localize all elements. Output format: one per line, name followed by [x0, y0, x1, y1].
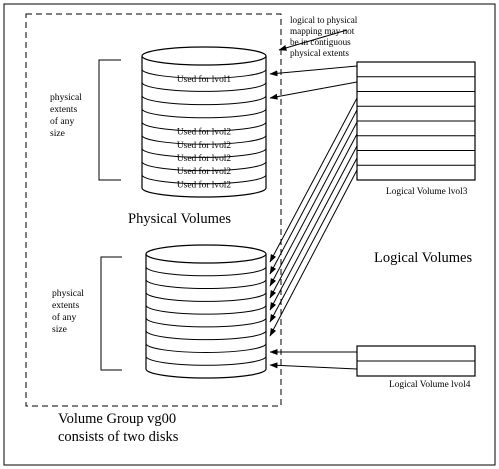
mapping-arrow — [269, 97, 358, 263]
disk-1-slice-line — [141, 135, 267, 145]
volume-group-label: Volume Group vg00 consists of two disks — [58, 411, 180, 445]
lvol4-caption: Logical Volume lvol4 — [389, 380, 471, 390]
mapping-arrow — [269, 65, 358, 77]
disk-2-body — [145, 254, 267, 379]
disk-1-slice-line — [141, 95, 267, 106]
disk-1-slice-label: Used for lvol2 — [177, 153, 231, 164]
disk-2-slice-line — [145, 304, 267, 315]
disk-1-top — [141, 46, 267, 66]
extents-bracket-top — [98, 59, 121, 181]
lvol3-caption: Logical Volume lvol3 — [386, 187, 468, 197]
mapping-arrow — [269, 81, 358, 100]
disk-2-slice-lines — [145, 266, 267, 366]
mapping-arrow — [269, 121, 358, 287]
disk-1-slice-lines — [141, 69, 267, 185]
mapping-arrows — [269, 29, 358, 370]
disk-1-slice-line — [141, 161, 267, 172]
mapping-arrow — [278, 29, 348, 51]
disk-2-slice-line — [145, 279, 267, 290]
physical-volumes-label: Physical Volumes — [128, 211, 231, 227]
disk-2-top — [145, 244, 267, 264]
disk-2-slice-line — [145, 317, 267, 328]
mapping-arrow — [269, 109, 358, 275]
mapping-arrow — [269, 362, 358, 370]
disk-1-slice-line — [141, 148, 267, 158]
disk-1-slice-line — [141, 121, 267, 132]
disk-1-body — [141, 56, 267, 198]
mapping-arrow — [269, 157, 358, 323]
logical-volume-lvol4 — [356, 345, 476, 377]
logical-volume-lvol3 — [356, 61, 476, 181]
disk-1-slice-label: Used for lvol1 — [177, 74, 231, 85]
disk-1-slice-label: Used for lvol2 — [177, 140, 231, 151]
disk-2-slice-line — [145, 266, 267, 277]
disk-1-slice-line — [141, 69, 267, 79]
disk-2 — [145, 244, 267, 379]
lvol3-extent-lines — [357, 76, 475, 166]
mapping-note: logical to physical mapping may not be i… — [290, 15, 360, 58]
mapping-arrow — [269, 133, 358, 299]
extents-label-top: physical extents of any size — [50, 92, 84, 139]
disk-2-slice-line — [145, 292, 267, 302]
extents-bracket-bottom — [100, 256, 122, 371]
disk-1-slice-label: Used for lvol2 — [177, 166, 231, 177]
mapping-arrow — [269, 145, 358, 311]
outer-frame — [3, 3, 496, 466]
disk-2-slice-line — [145, 343, 267, 353]
mapping-arrow — [269, 169, 358, 337]
disk-1-slice-label: Used for lvol2 — [177, 127, 231, 138]
disk-1-slice-label: Used for lvol2 — [177, 179, 231, 190]
disk-2-slice-line — [145, 330, 267, 341]
extents-label-bottom: physical extents of any size — [52, 288, 86, 335]
volume-group-box — [25, 13, 282, 407]
disk-1-slice-line — [141, 108, 267, 119]
disk-1-slice-line — [141, 82, 267, 92]
logical-volumes-label: Logical Volumes — [374, 250, 472, 266]
disk-2-slice-line — [145, 356, 267, 366]
disk-1-slice-line — [141, 174, 267, 185]
